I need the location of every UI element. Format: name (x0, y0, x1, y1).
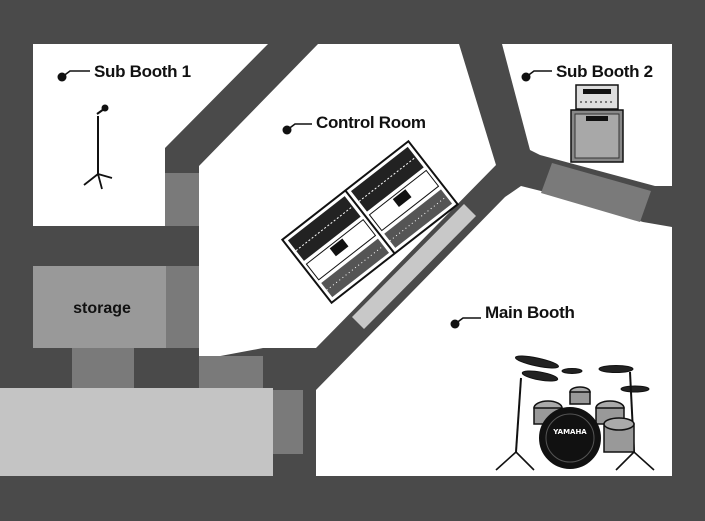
guitar-amplifier-icon (570, 84, 624, 163)
svg-text:Sub Booth 2: Sub Booth 2 (556, 62, 653, 81)
storage-side-door (166, 266, 199, 348)
control-room-window (352, 204, 476, 329)
door-sub-booth-1 (165, 173, 199, 226)
label-main-booth: Main Booth (450, 303, 575, 329)
label-storage: storage (73, 300, 131, 317)
door-sub-booth-2 (541, 163, 651, 222)
svg-text:Main Booth: Main Booth (485, 303, 575, 322)
svg-text:Control Room: Control Room (316, 113, 426, 132)
door-control-room (199, 356, 263, 388)
label-control-room: Control Room (282, 113, 426, 135)
svg-text:YAMAHA: YAMAHA (552, 428, 587, 436)
label-sub-booth-2: Sub Booth 2 (521, 62, 653, 82)
mixing-console-icon (280, 139, 460, 305)
room-storage[interactable] (33, 266, 166, 348)
drum-kit-icon: YAMAHA (495, 355, 655, 471)
label-sub-booth-1: Sub Booth 1 (57, 62, 191, 82)
door-main-booth (273, 390, 303, 454)
hallway (0, 388, 273, 476)
door-storage (72, 348, 134, 388)
microphone-stand-icon (83, 104, 113, 190)
room-sub-booth-1[interactable] (33, 44, 268, 226)
svg-text:Sub Booth 1: Sub Booth 1 (94, 62, 191, 81)
